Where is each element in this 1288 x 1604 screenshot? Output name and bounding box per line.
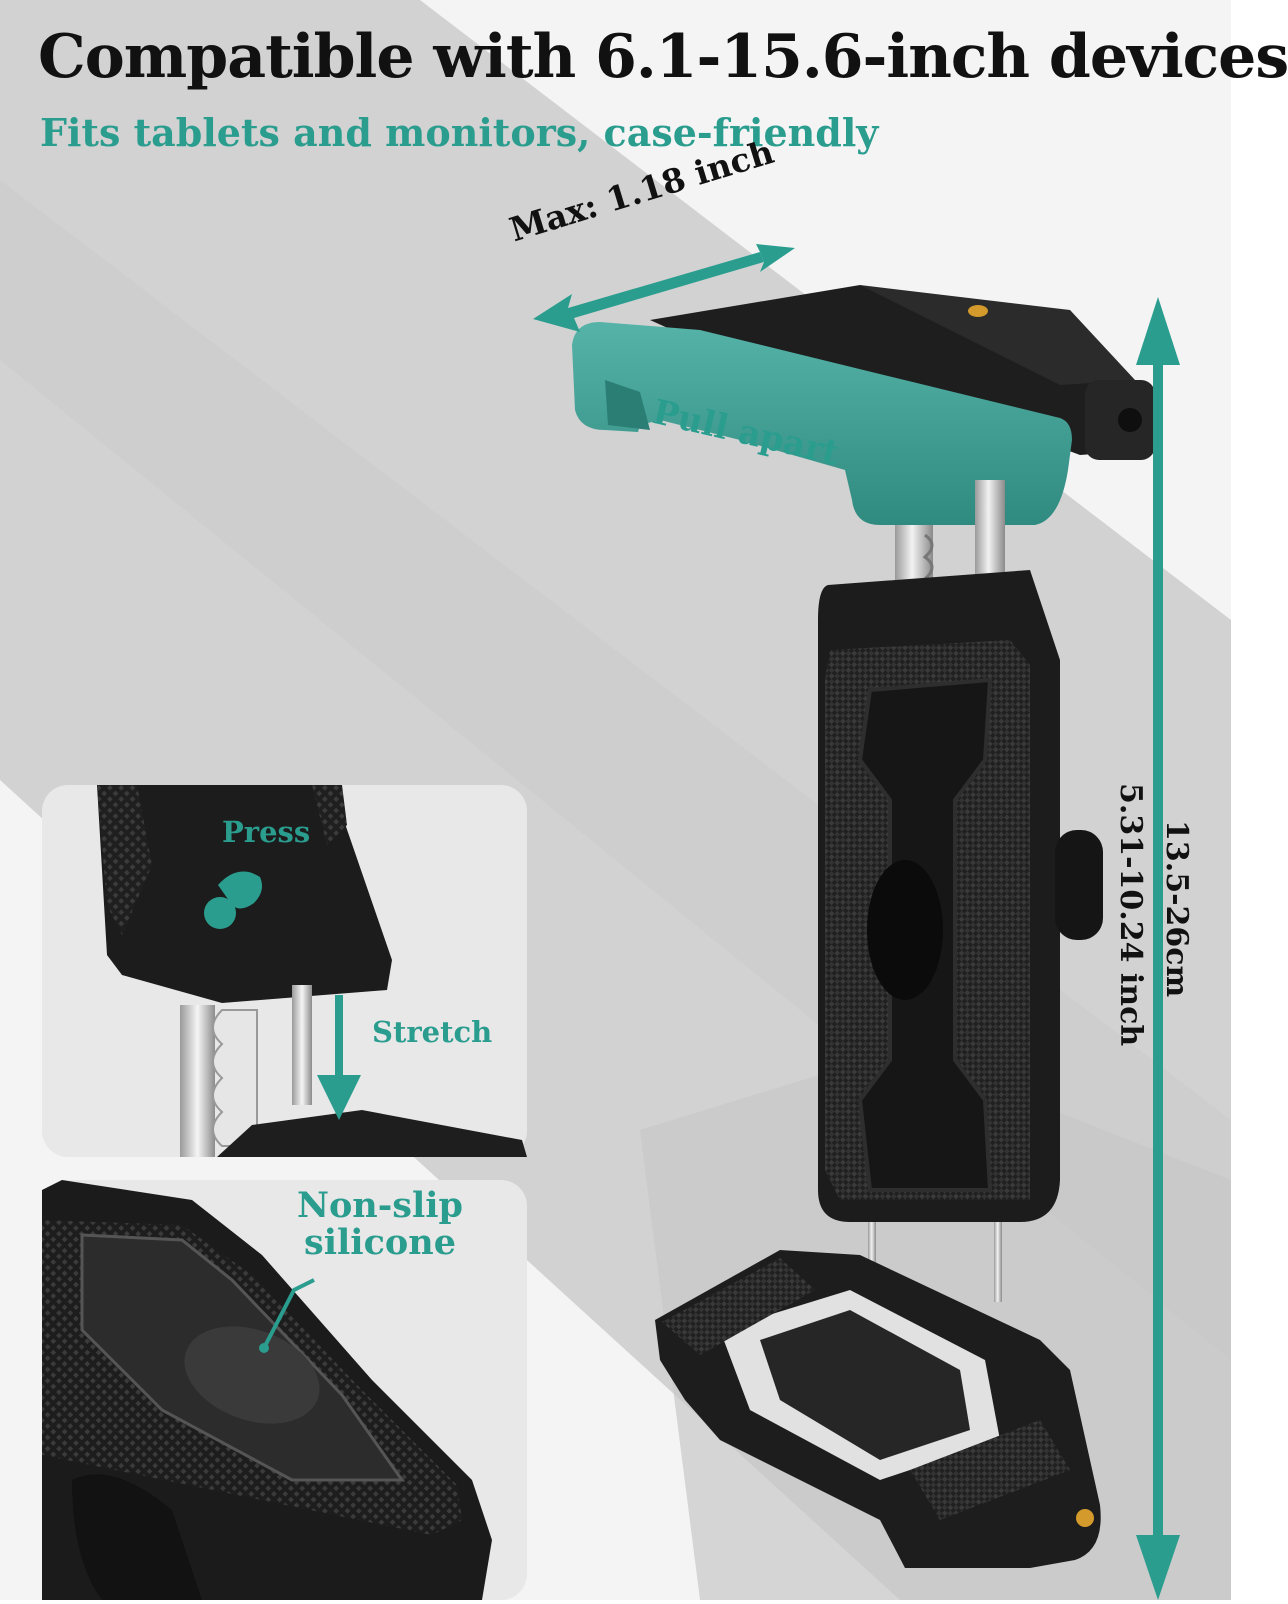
silicone-inset [42,1180,527,1600]
non-slip-label-line1: Non-slip [296,1185,464,1226]
non-slip-label-line2: silicone [304,1221,456,1263]
press-button [204,897,236,929]
product-illustration [0,0,1231,1600]
height-arrow [1136,297,1180,1600]
teal-clamp-arm [572,322,1072,525]
stretch-label: Stretch [372,1015,493,1049]
finger-icon [218,871,262,909]
mount-knob [1055,830,1103,940]
press-label: Press [222,815,311,849]
stretch-arrow [317,995,361,1120]
silicone-pad [867,860,943,1000]
press-stretch-inset [42,785,527,1157]
silicone-pad [184,1326,320,1424]
width-arrow [533,244,795,332]
screw-mount-hole [968,305,988,317]
height-range-cm-label: 13.5-26cm [1159,820,1194,998]
headline: Compatible with 6.1-15.6-inch devices [38,22,1288,92]
callout-line [262,1278,315,1349]
mount-knob [72,1474,202,1600]
non-slip-silicone-label: Non-slip silicone [270,1185,490,1263]
height-range-inch-label: 5.31-10.24 inch [1113,783,1148,1047]
press-stretch-illustration [97,785,527,1157]
silicone-illustration [42,1180,492,1600]
subheadline: Fits tablets and monitors, case-friendly [40,110,879,155]
